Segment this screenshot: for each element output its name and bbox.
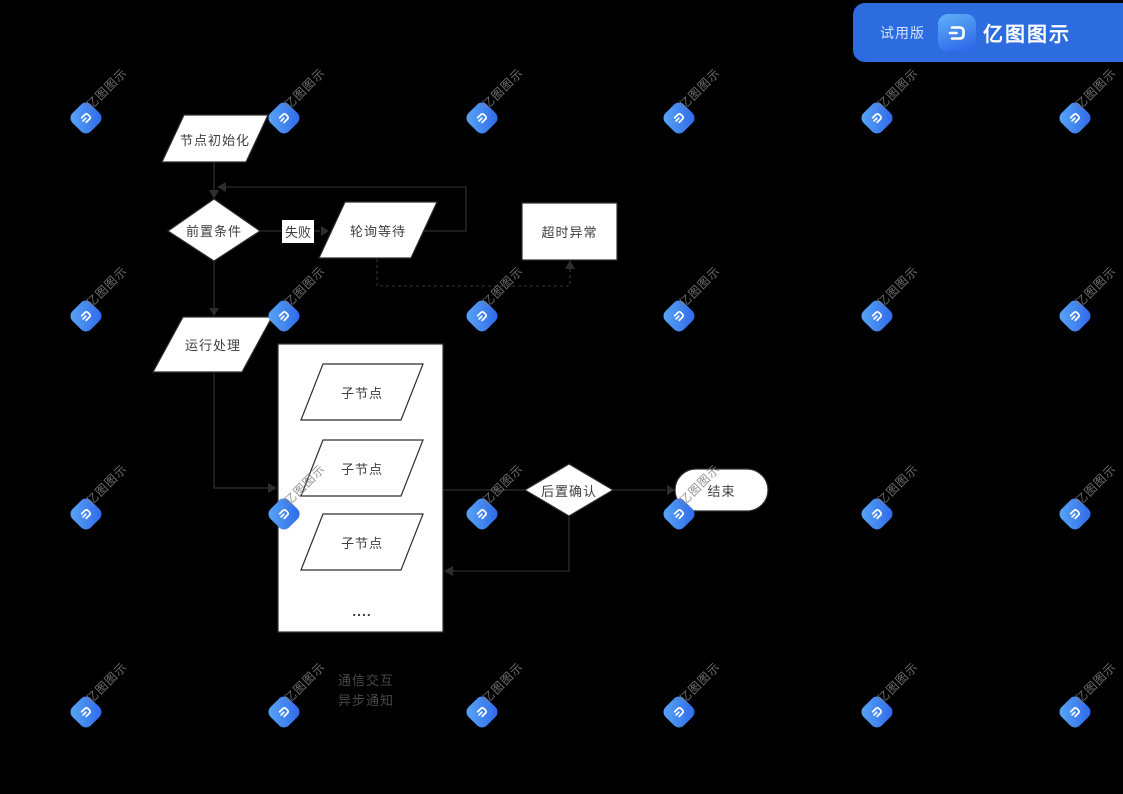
connector-precondition-run[interactable]: [209, 261, 219, 316]
trial-version-label: 试用版: [880, 24, 925, 41]
legend-item-communication: 通信交互: [338, 673, 395, 688]
node-child3-label: 子节点: [340, 535, 383, 551]
legend: 通信交互 异步通知: [338, 671, 394, 711]
connector-init-precondition[interactable]: [209, 162, 219, 199]
node-child1-label: 子节点: [340, 385, 383, 401]
edge-fail-label: 失败: [282, 220, 314, 243]
app-name-label: 亿图图示: [983, 24, 1071, 46]
node-child2-shape[interactable]: [300, 439, 424, 497]
node-precondition-label: 前置条件: [185, 223, 242, 239]
node-confirm-label: 后置确认: [540, 483, 597, 499]
connector-confirm-end[interactable]: [613, 485, 675, 495]
connector-run-container[interactable]: [213, 372, 277, 493]
node-init-label: 节点初始化: [179, 132, 250, 148]
node-run-label: 运行处理: [184, 338, 241, 353]
connector-polling-timeout-dashed[interactable]: [376, 259, 575, 287]
node-ellipsis-label: ....: [352, 603, 372, 619]
node-timeout-shape[interactable]: [521, 202, 618, 261]
trial-badge: 试用版 亿图图示: [853, 3, 1123, 62]
node-confirm-shape[interactable]: [523, 463, 615, 517]
node-end-label: 结束: [707, 483, 736, 499]
node-end-shape[interactable]: [674, 468, 769, 512]
node-precondition-shape[interactable]: [166, 198, 262, 262]
node-timeout-label: 超时异常: [541, 225, 598, 240]
node-child1-shape[interactable]: [300, 363, 424, 421]
node-child3-shape[interactable]: [300, 513, 424, 571]
connector-confirm-loopback[interactable]: [444, 516, 570, 576]
connector-polling-loopback[interactable]: [217, 182, 467, 232]
legend-item-async: 异步通知: [338, 693, 395, 708]
edraw-logo-icon: [938, 13, 976, 52]
node-polling-label: 轮询等待: [349, 223, 406, 239]
node-polling-shape[interactable]: [318, 201, 438, 259]
node-child2-label: 子节点: [340, 461, 383, 477]
